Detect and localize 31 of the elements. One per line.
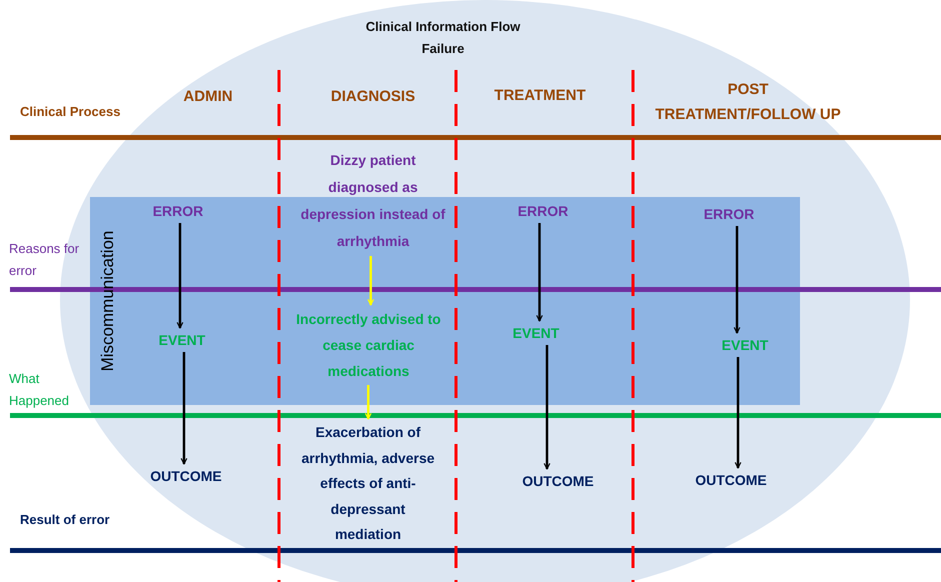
arrow xyxy=(176,223,184,329)
arrow xyxy=(180,352,188,465)
step-label: Dizzy patient diagnosed as depression instead of arrhythmia xyxy=(298,147,448,255)
lane-label: Result of error xyxy=(20,511,111,529)
phase-heading: DIAGNOSIS xyxy=(330,87,416,107)
step-label: EVENT xyxy=(705,334,785,356)
step-label: ERROR xyxy=(503,200,583,222)
step-label: OUTCOME xyxy=(131,465,241,487)
arrow xyxy=(734,226,740,334)
step-label: OUTCOME xyxy=(503,470,613,492)
phase-heading: POST TREATMENT/FOLLOW UP xyxy=(654,80,842,125)
arrow xyxy=(536,223,543,322)
arrow xyxy=(734,357,742,469)
arrow xyxy=(364,385,372,420)
arrow xyxy=(367,256,374,306)
step-label: EVENT xyxy=(142,329,222,351)
phase-heading: ADMIN xyxy=(182,87,234,107)
arrow xyxy=(544,345,550,470)
step-label: EVENT xyxy=(496,322,576,344)
side-label: Miscommunication xyxy=(98,230,118,372)
step-label: Exacerbation of arrhythmia, adverse effects of anti-depressant mediation xyxy=(298,420,438,548)
highlight-panel xyxy=(90,197,800,405)
lane-label: Reasons for error xyxy=(9,240,80,280)
step-label: ERROR xyxy=(138,200,218,222)
lane-label: What Happened xyxy=(9,370,70,410)
diagram-title: Clinical Information Flow Failure xyxy=(364,18,522,58)
step-label: ERROR xyxy=(689,203,769,225)
phase-heading: TREATMENT xyxy=(493,86,587,106)
step-label: OUTCOME xyxy=(676,469,786,491)
lane-label: Clinical Process xyxy=(20,103,122,121)
step-label: Incorrectly advised to cease cardiac medications xyxy=(296,306,441,384)
